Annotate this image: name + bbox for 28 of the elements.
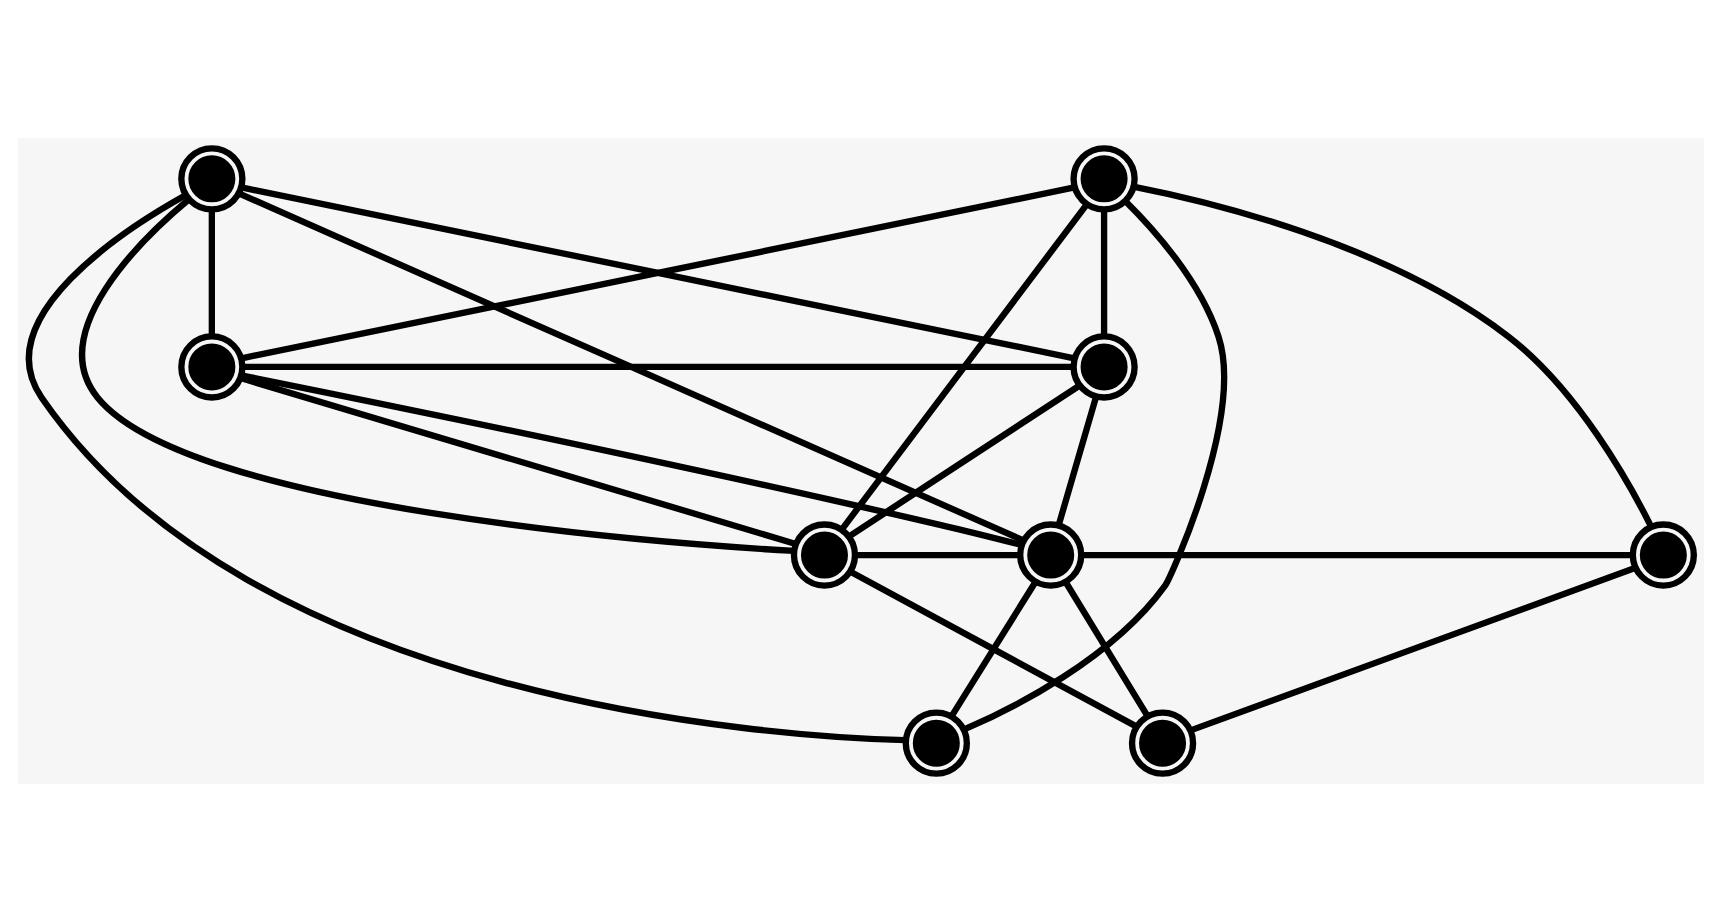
node-circle	[1628, 521, 1696, 589]
connector	[1132, 183, 1654, 529]
connector	[961, 198, 1227, 733]
connector	[242, 363, 1072, 371]
connector	[947, 580, 1037, 718]
connector	[207, 210, 215, 336]
node-circle	[1069, 145, 1137, 213]
connector	[848, 569, 1137, 730]
node-circle	[789, 521, 858, 589]
connector	[238, 375, 796, 547]
connector	[854, 551, 1020, 559]
connector	[1054, 395, 1099, 527]
connector	[24, 192, 905, 744]
node-circle	[1016, 521, 1084, 589]
connector	[236, 190, 1024, 544]
connector	[78, 197, 794, 555]
connector	[846, 383, 1080, 540]
node-circle	[1069, 333, 1137, 401]
connector	[1188, 565, 1636, 734]
connector	[1062, 580, 1150, 718]
node-circle	[177, 333, 245, 401]
node-circle	[177, 145, 245, 213]
node-circle	[1127, 709, 1196, 777]
connector	[1099, 210, 1107, 336]
connector	[838, 202, 1089, 532]
node-circle	[901, 709, 969, 777]
connector	[1080, 551, 1632, 559]
connector	[240, 372, 1022, 548]
